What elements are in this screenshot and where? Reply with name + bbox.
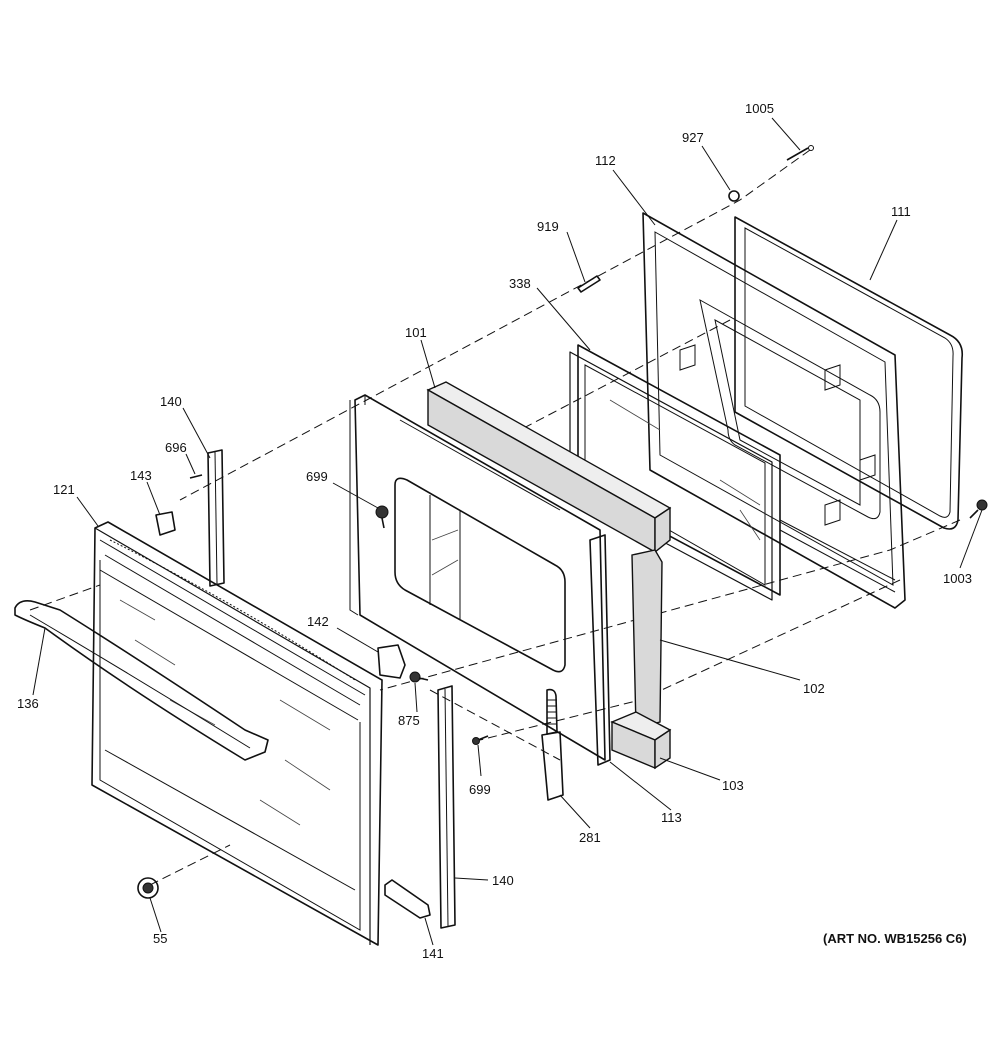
label-919: 919 [537,219,559,234]
part-101-insulation-top [426,381,672,554]
art-number: (ART NO. WB15256 C6) [823,931,967,946]
label-1003: 1003 [943,571,972,586]
label-102: 102 [803,681,825,696]
part-102-insulation-side [631,549,663,729]
part-121-outer-door [91,521,383,946]
part-927-washer [728,190,740,202]
part-919-pin [577,275,601,293]
part-1003-screw [969,499,988,519]
label-140-top: 140 [160,394,182,409]
label-140-bottom: 140 [492,873,514,888]
label-338: 338 [509,276,531,291]
part-699-screw-b [472,735,489,745]
label-111: 111 [891,204,911,219]
label-1005: 1005 [745,101,774,116]
part-143-clip [155,511,176,536]
label-55: 55 [153,931,167,946]
label-696: 696 [165,440,187,455]
label-699-top: 699 [306,469,328,484]
label-875: 875 [398,713,420,728]
label-103: 103 [722,778,744,793]
part-699-screw-a [375,505,389,529]
part-136-handle [14,600,269,761]
leader-lines [32,117,983,946]
label-142: 142 [307,614,329,629]
part-1005-screw [786,145,814,161]
part-140-trim-right [437,685,456,929]
part-338-glass-pack [569,344,781,601]
part-111-gasket [734,216,964,530]
part-labels: 1005 927 112 111 919 338 101 140 696 143… [17,101,972,961]
part-55-grommet [137,877,159,899]
part-141-bottom-trim [384,879,431,919]
label-927: 927 [682,130,704,145]
label-101: 101 [405,325,427,340]
label-136: 136 [17,696,39,711]
label-143: 143 [130,468,152,483]
part-140-trim-left [207,449,225,587]
label-113: 113 [661,810,682,825]
part-112-inner-door [642,212,906,609]
label-121: 121 [53,482,75,497]
label-112: 112 [595,153,616,168]
part-142-bracket [377,644,406,679]
part-875-nut [409,671,429,683]
label-141: 141 [422,946,444,961]
part-113-door-frame [349,394,611,766]
assembly-lines [29,149,961,886]
label-699-bottom: 699 [469,782,491,797]
part-281-hinge [541,688,564,801]
part-103-insulation-bottom [610,711,672,770]
part-696-screw [189,474,203,479]
label-281: 281 [579,830,601,845]
